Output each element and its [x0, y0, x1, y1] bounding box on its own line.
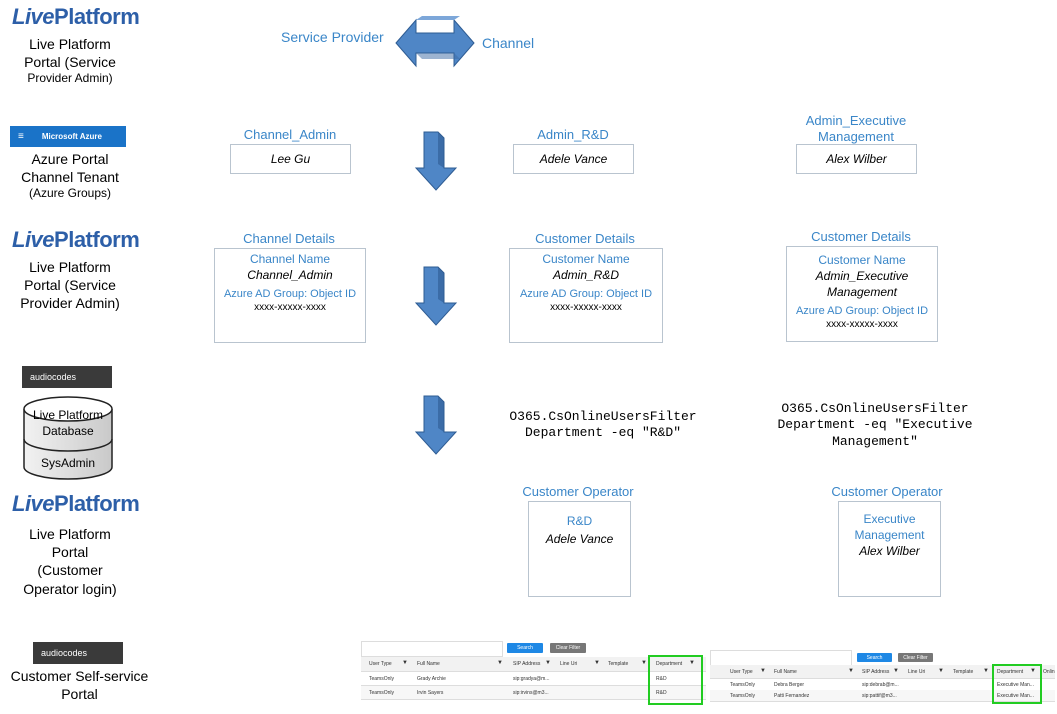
details-box: Customer Name Admin_Executive Management…: [786, 246, 938, 342]
clear-filter-button[interactable]: Clear Filter: [550, 643, 586, 653]
department-highlight: [992, 664, 1042, 704]
live-platform-logo: LivePlatform: [12, 227, 140, 252]
group-title: Admin_R&D: [537, 127, 609, 142]
group-box: Lee Gu: [230, 144, 351, 174]
table-row[interactable]: TeamsOnly Patti Fernandez sip:pattif@m3.…: [710, 690, 1055, 702]
users-table-rd: Search Clear Filter User Type▼ Full Name…: [361, 641, 706, 705]
row5-label: Live Platform Portal (Customer Operator …: [23, 526, 117, 597]
search-input[interactable]: [710, 650, 852, 666]
down-arrow-icon: [414, 266, 458, 326]
row1-label: Live Platform Portal (Service Provider A…: [24, 36, 116, 86]
details-title: Customer Details: [535, 231, 635, 246]
group-box: Adele Vance: [513, 144, 634, 174]
users-table-exec: Search Clear Filter User Type▼ Full Name…: [710, 634, 1055, 704]
group-box: Alex Wilber: [796, 144, 917, 174]
row2-label: Azure Portal Channel Tenant (Azure Group…: [21, 151, 119, 201]
audiocodes-badge: audiocodes: [33, 642, 123, 664]
microsoft-azure-badge: ≡ Microsoft Azure: [10, 126, 126, 147]
group-title: Admin_Executive Management: [805, 113, 907, 145]
filter-text: O365.CsOnlineUsersFilter Department -eq …: [509, 409, 697, 441]
row3-label: Live Platform Portal (Service Provider A…: [20, 259, 120, 312]
down-arrow-icon: [414, 395, 458, 455]
clear-filter-button[interactable]: Clear Filter: [898, 653, 933, 662]
live-platform-logo: LivePlatform: [12, 4, 140, 29]
operator-title: Customer Operator: [831, 484, 943, 499]
audiocodes-badge: audiocodes: [22, 366, 112, 388]
row6-label: Customer Self-service Portal: [10, 668, 149, 703]
table-header: User Type▼ Full Name▼ SIP Address▼ Line …: [710, 665, 1055, 679]
live-platform-logo: LivePlatform: [12, 491, 140, 516]
details-title: Customer Details: [811, 229, 911, 244]
down-arrow-icon: [414, 131, 458, 191]
operator-box: R&D Adele Vance: [528, 501, 631, 597]
database-cylinder: [23, 396, 113, 480]
table-row[interactable]: TeamsOnly Irvin Sayers sip:irvins@m3... …: [361, 686, 706, 700]
service-provider-label: Service Provider: [281, 29, 384, 45]
group-title: Channel_Admin: [243, 127, 337, 142]
table-row[interactable]: TeamsOnly Grady Archie sip:gradya@m... R…: [361, 672, 706, 686]
double-arrow-icon: [395, 16, 475, 68]
details-title: Channel Details: [243, 231, 335, 246]
operator-title: Customer Operator: [522, 484, 634, 499]
db-sysadmin: SysAdmin: [40, 456, 96, 470]
db-label: Live Platform Database: [32, 408, 104, 438]
operator-box: Executive Management Alex Wilber: [838, 501, 941, 597]
search-button[interactable]: Search: [507, 643, 543, 653]
search-input[interactable]: [361, 641, 503, 657]
details-box: Customer Name Admin_R&D Azure AD Group: …: [509, 248, 663, 343]
search-button[interactable]: Search: [857, 653, 892, 662]
channel-label: Channel: [482, 35, 535, 51]
menu-icon: ≡: [18, 131, 24, 142]
department-highlight: [648, 655, 703, 705]
filter-text: O365.CsOnlineUsersFilter Department -eq …: [777, 401, 973, 449]
table-header: User Type▼ Full Name▼ SIP Address▼ Line …: [361, 657, 706, 672]
details-box: Channel Name Channel_Admin Azure AD Grou…: [214, 248, 366, 343]
